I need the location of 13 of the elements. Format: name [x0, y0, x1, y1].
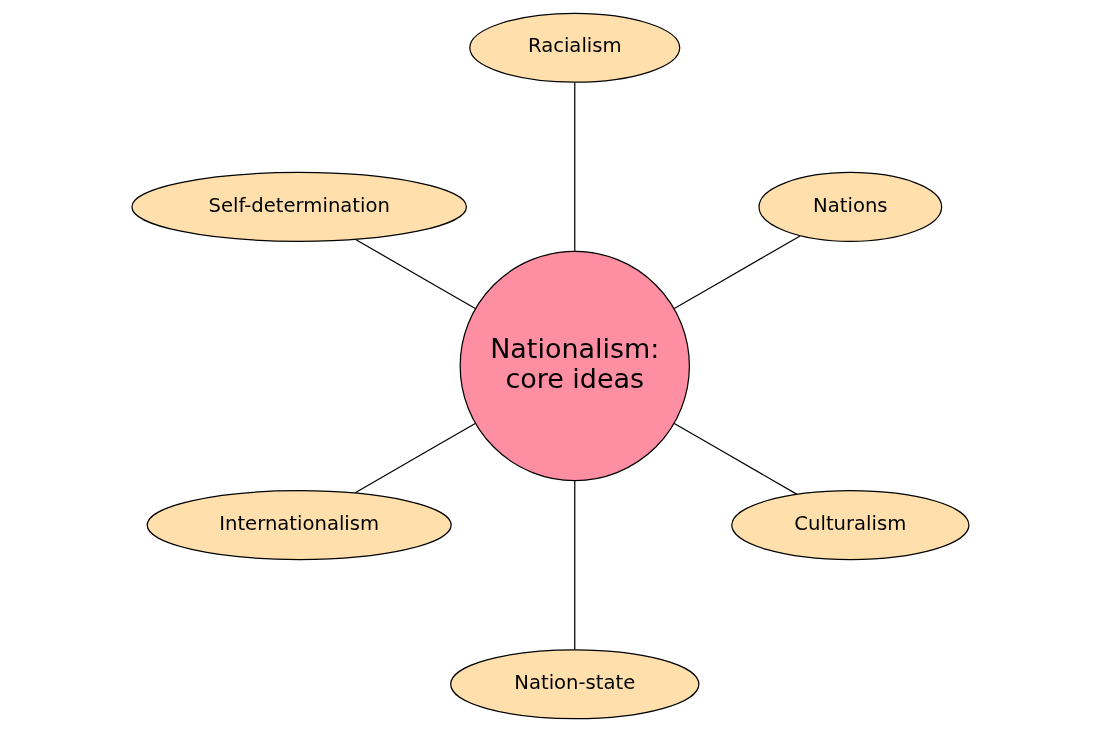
connector [573, 480, 575, 651]
connector [354, 239, 476, 310]
connector [354, 422, 476, 494]
node-ellipse: Nations [757, 171, 942, 242]
node-ellipse: Internationalism [146, 490, 452, 561]
connector [573, 81, 575, 252]
connector [673, 422, 797, 495]
node-circle: Nationalism: core ideas [459, 250, 690, 482]
node-ellipse: Self-determination [130, 171, 467, 242]
node-ellipse: Nation-state [449, 649, 699, 720]
node-ellipse: Racialism [468, 12, 680, 83]
connector [673, 235, 801, 310]
node-ellipse: Culturalism [730, 490, 970, 561]
